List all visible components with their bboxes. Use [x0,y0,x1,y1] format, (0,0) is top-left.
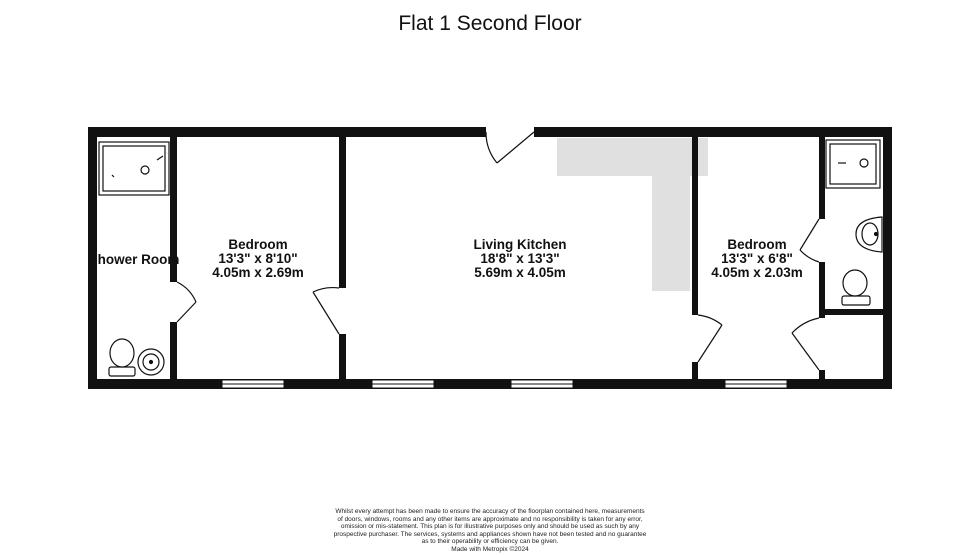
disclaimer-line: prospective purchaser. The services, sys… [333,530,647,538]
toilet-left [108,338,136,377]
disclaimer-line: as to their operability or efficiency ca… [421,538,559,546]
floor-title: Flat 1 Second Floor [398,12,582,35]
room-metric: 4.05m x 2.03m [711,265,803,280]
room-metric: 4.05m x 2.69m [212,265,304,280]
disclaimer-line: Whilst every attempt has been made to en… [335,508,645,515]
kitchen-shaded-area [557,138,708,291]
room-name: Bedroom [727,237,787,252]
room-imperial: 13'3" x 6'8" [721,251,793,266]
shower-tray-left [98,141,170,196]
room-imperial: 18'8" x 13'3" [480,251,560,266]
basin-right [855,216,883,253]
outer-walls [88,127,892,389]
room-imperial: 13'3" x 8'10" [218,251,298,266]
room-label-shower-room: Shower Room [84,253,184,267]
disclaimer-line: omission or mis-statement. This plan is … [340,523,640,531]
room-label-bedroom-1: Bedroom 13'3" x 8'10" 4.05m x 2.69m [180,238,336,280]
disclaimer: Whilst every attempt has been made to en… [310,508,670,554]
room-name: Living Kitchen [473,237,567,252]
interior-walls [170,137,883,379]
room-label-bedroom-2: Bedroom 13'3" x 6'8" 4.05m x 2.03m [698,238,816,280]
doors [176,131,820,371]
shower-tray-right [825,139,881,189]
basin-left [137,348,165,376]
room-label-living-kitchen: Living Kitchen 18'8" x 13'3" 5.69m x 4.0… [432,238,608,280]
room-metric: 5.69m x 4.05m [474,265,566,280]
disclaimer-credit: Made with Metropix ©2024 [451,545,529,553]
disclaimer-line: of doors, windows, rooms and any other i… [337,515,643,523]
toilet-right [841,269,871,306]
room-name: Bedroom [228,237,288,252]
room-name: Shower Room [88,252,180,267]
windows [221,379,788,389]
